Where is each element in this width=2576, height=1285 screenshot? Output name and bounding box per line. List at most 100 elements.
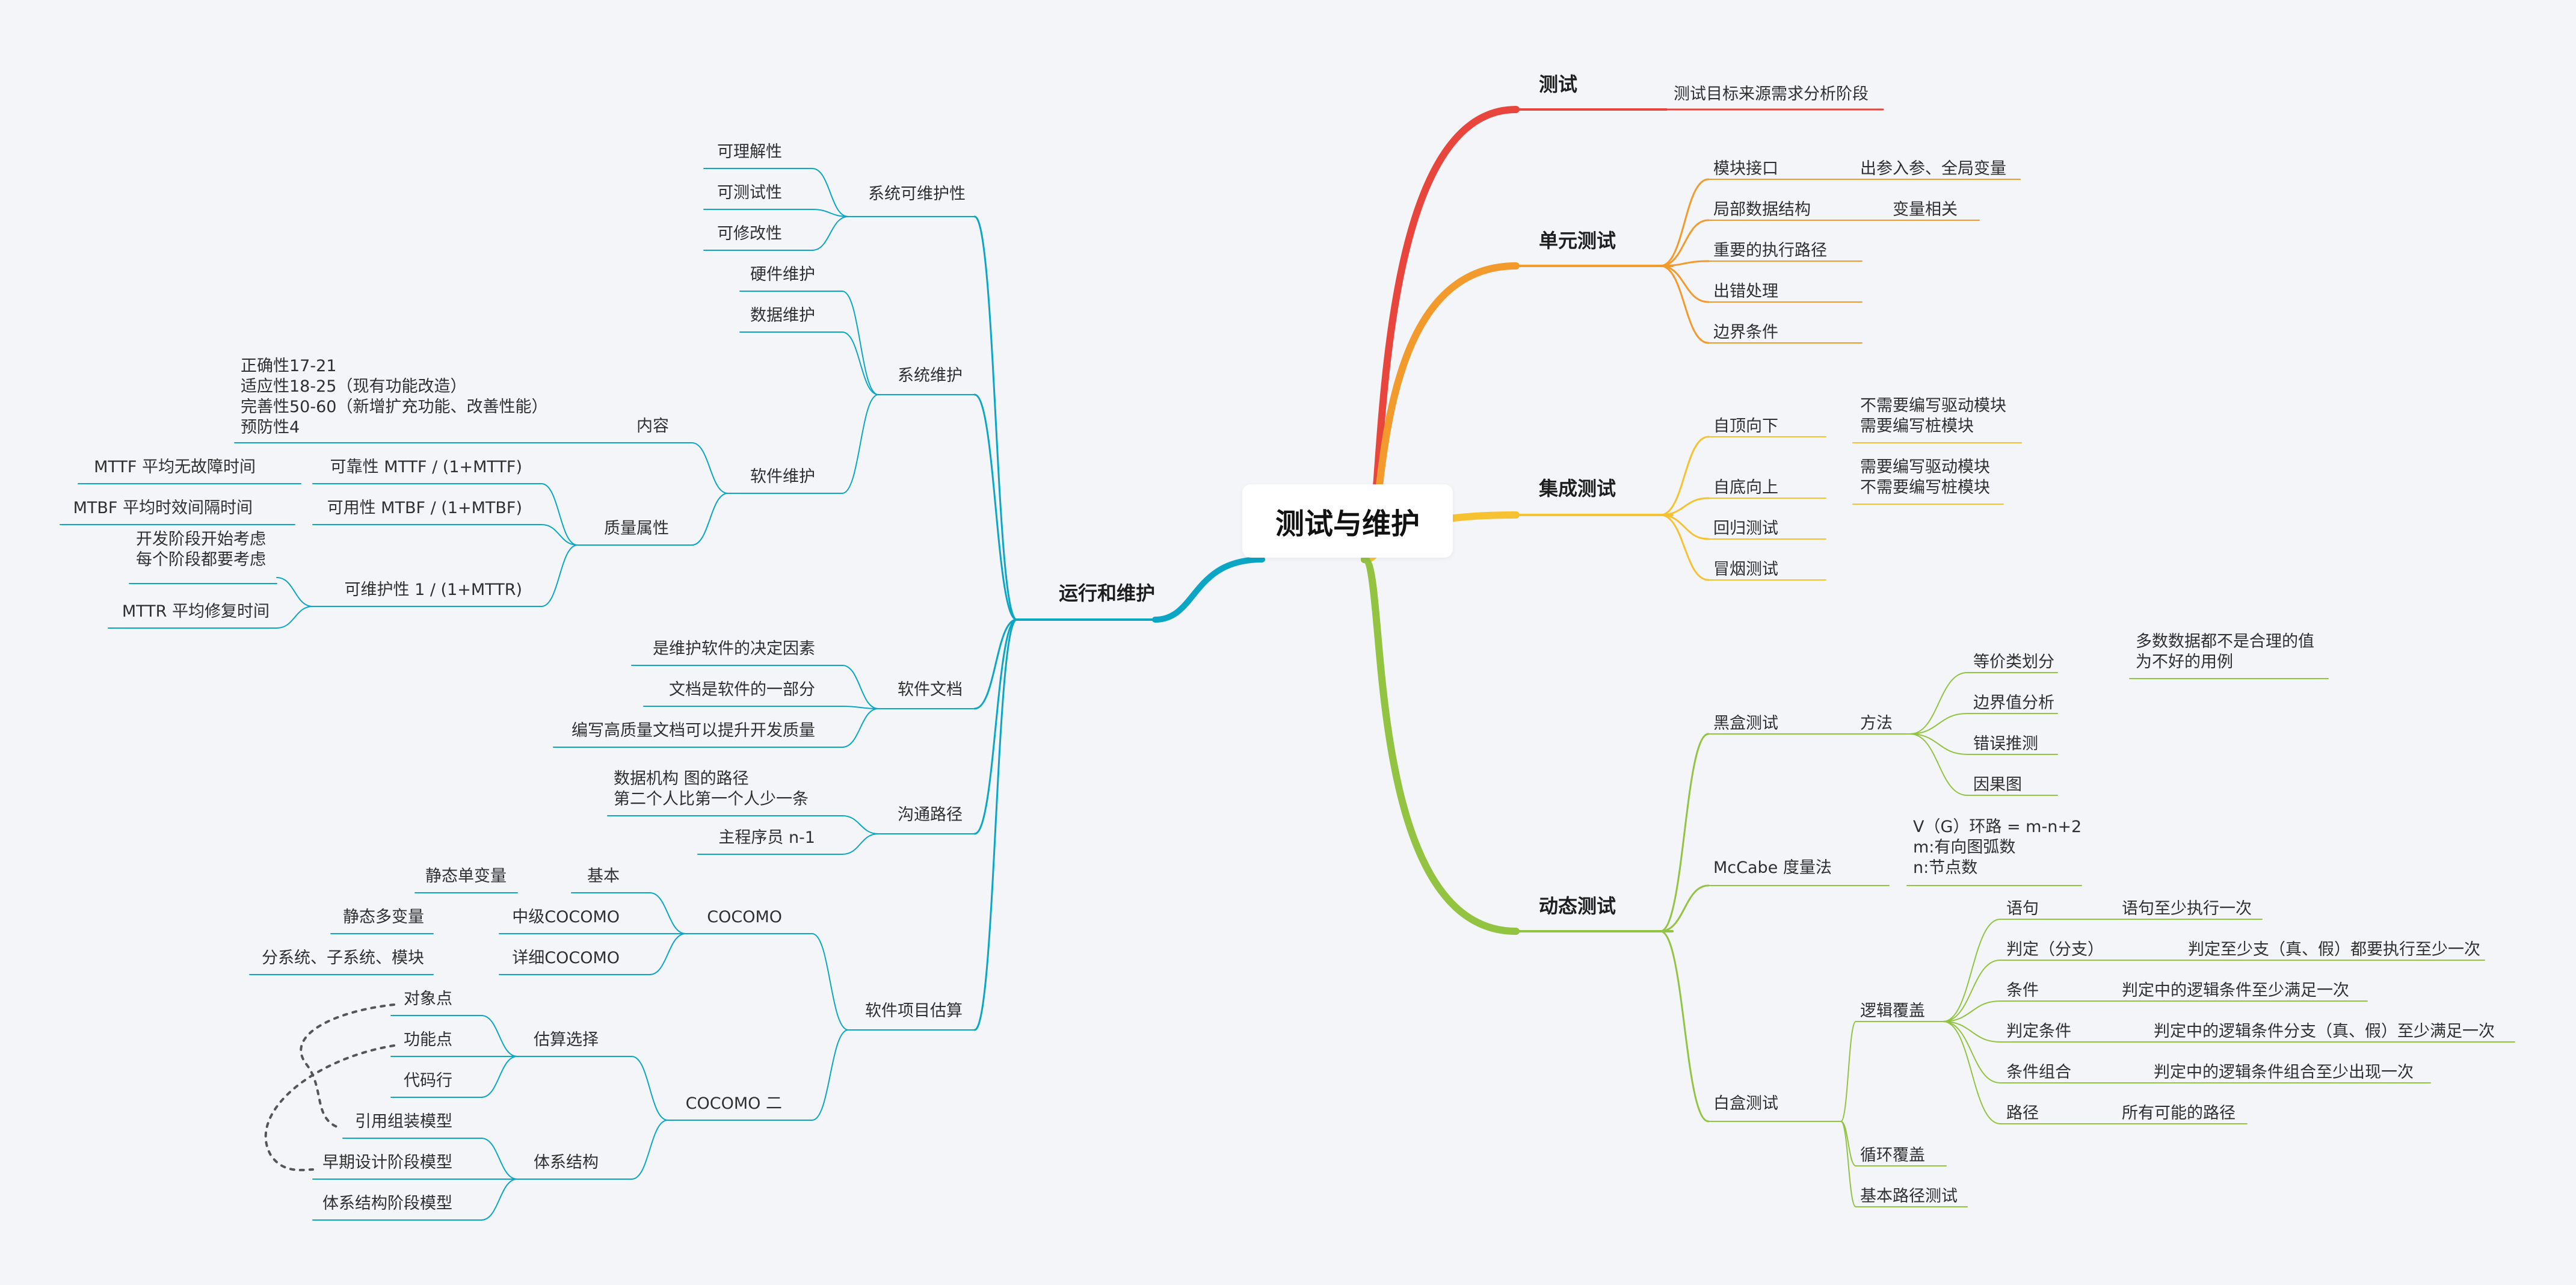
node-data-maint[interactable]: 数据维护 xyxy=(750,306,815,325)
node-blackbox[interactable]: 黑盒测试 xyxy=(1713,714,1778,733)
node-est-choice[interactable]: 估算选择 xyxy=(534,1031,599,1049)
node-software-doc[interactable]: 软件文档 xyxy=(898,680,963,699)
node-cocomo-mid[interactable]: 中级COCOMO xyxy=(512,908,620,926)
node-cocomo-detail[interactable]: 详细COCOMO xyxy=(512,949,620,967)
node-doc-item-1[interactable]: 是维护软件的决定因素 xyxy=(653,639,815,658)
node-testability[interactable]: 可测试性 xyxy=(717,183,782,202)
node-project-estimation[interactable]: 软件项目估算 xyxy=(865,1002,963,1020)
node-module-interface[interactable]: 模块接口 xyxy=(1713,159,1778,178)
node-decision-desc[interactable]: 判定至少支（真、假）都要执行至少一次 xyxy=(2188,940,2480,959)
node-soft-maint[interactable]: 软件维护 xyxy=(750,467,815,486)
node-mccabe-note[interactable]: V（G）环路 = m-n+2 m:有向图弧数 n:节点数 xyxy=(1913,817,2081,878)
node-object-point[interactable]: 对象点 xyxy=(404,990,452,1008)
connector xyxy=(1943,919,2001,1022)
connector xyxy=(812,209,849,217)
connector xyxy=(973,618,1018,710)
node-path-desc[interactable]: 所有可能的路径 xyxy=(2122,1104,2236,1123)
node-availability[interactable]: 可用性 MTBF / (1+MTBF) xyxy=(327,499,522,517)
node-cocomo-detail-note[interactable]: 分系统、子系统、模块 xyxy=(262,949,424,967)
node-test[interactable]: 测试 xyxy=(1539,73,1578,96)
node-hw-maint[interactable]: 硬件维护 xyxy=(750,265,815,284)
node-early-design-model[interactable]: 早期设计阶段模型 xyxy=(322,1153,452,1172)
node-top-down-note[interactable]: 不需要编写驱动模块 需要编写桩模块 xyxy=(1860,396,2006,437)
node-reliability[interactable]: 可靠性 MTTF / (1+MTTF) xyxy=(330,458,522,476)
node-local-data[interactable]: 局部数据结构 xyxy=(1713,200,1811,219)
node-equiv-note[interactable]: 多数数据都不是合理的值 为不好的用例 xyxy=(2136,632,2314,673)
node-exec-path[interactable]: 重要的执行路径 xyxy=(1713,241,1827,260)
node-module-interface-note[interactable]: 出参入参、全局变量 xyxy=(1860,159,2006,178)
node-statement-desc[interactable]: 语句至少执行一次 xyxy=(2122,899,2252,918)
node-dynamic-test[interactable]: 动态测试 xyxy=(1539,895,1616,917)
node-smoke[interactable]: 冒烟测试 xyxy=(1713,560,1778,579)
node-reliability-note[interactable]: MTTF 平均无故障时间 xyxy=(94,458,256,476)
connector xyxy=(1909,733,1968,755)
node-unit-test[interactable]: 单元测试 xyxy=(1539,229,1616,252)
root-node[interactable]: 测试与维护 xyxy=(1242,484,1453,558)
connector xyxy=(973,618,1018,835)
node-arch-model[interactable]: 体系结构阶段模型 xyxy=(322,1194,452,1213)
node-error-guess[interactable]: 错误推测 xyxy=(1973,735,2038,753)
node-condition-combo-desc[interactable]: 判定中的逻辑条件组合至少出现一次 xyxy=(2154,1063,2414,1082)
node-bottom-up-note[interactable]: 需要编写驱动模块 不需要编写桩模块 xyxy=(1860,457,1990,498)
node-mttr[interactable]: MTTR 平均修复时间 xyxy=(122,602,270,621)
node-content[interactable]: 内容 xyxy=(636,417,669,436)
node-boundary-cond[interactable]: 边界条件 xyxy=(1713,323,1778,342)
node-bottom-up[interactable]: 自底向上 xyxy=(1713,478,1778,497)
node-decision-condition-desc[interactable]: 判定中的逻辑条件分支（真、假）至少满足一次 xyxy=(2154,1022,2495,1041)
node-doc-item-3[interactable]: 编写高质量文档可以提升开发质量 xyxy=(572,721,815,740)
node-regression[interactable]: 回归测试 xyxy=(1713,519,1778,538)
node-cocomo-basic[interactable]: 基本 xyxy=(587,867,620,886)
node-function-point[interactable]: 功能点 xyxy=(404,1031,452,1049)
node-error-handling[interactable]: 出错处理 xyxy=(1713,282,1778,301)
node-loc[interactable]: 代码行 xyxy=(404,1071,452,1090)
connector xyxy=(541,544,578,607)
node-mccabe[interactable]: McCabe 度量法 xyxy=(1713,858,1832,877)
node-understandability[interactable]: 可理解性 xyxy=(717,143,782,161)
note-line: m:有向图弧数 xyxy=(1913,838,2016,857)
node-logic-coverage[interactable]: 逻辑覆盖 xyxy=(1860,1002,1925,1020)
node-comm-note[interactable]: 数据机构 图的路径 第二个人比第一个人少一条 xyxy=(614,769,809,810)
node-cocomo-basic-note[interactable]: 静态单变量 xyxy=(425,867,507,886)
node-condition-combo[interactable]: 条件组合 xyxy=(2006,1063,2071,1082)
node-operation-maint[interactable]: 运行和维护 xyxy=(1058,582,1155,605)
node-method[interactable]: 方法 xyxy=(1860,714,1893,733)
connector xyxy=(842,706,879,709)
node-path[interactable]: 路径 xyxy=(2006,1104,2039,1123)
node-condition-desc[interactable]: 判定中的逻辑条件至少满足一次 xyxy=(2122,981,2349,1000)
note-line: 数据机构 图的路径 xyxy=(614,769,749,788)
connector xyxy=(842,708,879,748)
node-condition[interactable]: 条件 xyxy=(2006,981,2039,1000)
node-decision[interactable]: 判定（分支） xyxy=(2006,940,2104,959)
node-cause-effect[interactable]: 因果图 xyxy=(1973,775,2022,794)
node-content-note[interactable]: 正确性17-21 适应性18-25（现有功能改造） 完善性50-60（新增扩充功… xyxy=(241,356,547,438)
node-whitebox[interactable]: 白盒测试 xyxy=(1713,1094,1778,1113)
node-statement[interactable]: 语句 xyxy=(2006,899,2039,918)
node-sys-maint[interactable]: 系统维护 xyxy=(898,366,963,385)
node-reuse-model[interactable]: 引用组装模型 xyxy=(355,1112,452,1131)
node-decision-condition[interactable]: 判定条件 xyxy=(2006,1022,2071,1041)
node-chief-programmer[interactable]: 主程序员 n-1 xyxy=(718,828,815,847)
node-maintainability-note[interactable]: 开发阶段开始考虑 每个阶段都要考虑 xyxy=(136,529,266,570)
node-modifiability[interactable]: 可修改性 xyxy=(717,224,782,243)
connector xyxy=(1659,514,1710,581)
node-architecture[interactable]: 体系结构 xyxy=(534,1153,599,1172)
node-top-down[interactable]: 自顶向下 xyxy=(1713,417,1778,436)
node-sys-maintainability[interactable]: 系统可维护性 xyxy=(868,185,966,203)
node-loop-coverage[interactable]: 循环覆盖 xyxy=(1860,1146,1925,1165)
node-basic-path[interactable]: 基本路径测试 xyxy=(1860,1187,1958,1206)
node-cocomo2[interactable]: COCOMO 二 xyxy=(685,1094,782,1113)
node-local-data-note[interactable]: 变量相关 xyxy=(1893,200,1958,219)
node-quality-attr[interactable]: 质量属性 xyxy=(604,519,669,538)
connector xyxy=(481,1179,518,1221)
node-cocomo[interactable]: COCOMO xyxy=(707,908,782,926)
node-equiv-class[interactable]: 等价类划分 xyxy=(1973,653,2054,671)
node-integration-test[interactable]: 集成测试 xyxy=(1539,477,1616,500)
node-availability-note[interactable]: MTBF 平均时效间隔时间 xyxy=(73,499,253,517)
node-maintainability[interactable]: 可维护性 1 / (1+MTTR) xyxy=(344,581,522,599)
node-cocomo-mid-note[interactable]: 静态多变量 xyxy=(343,908,424,926)
node-comm-path[interactable]: 沟通路径 xyxy=(898,806,963,824)
node-test-goal[interactable]: 测试目标来源需求分析阶段 xyxy=(1674,85,1869,103)
connector xyxy=(1659,733,1710,932)
node-doc-item-2[interactable]: 文档是软件的一部分 xyxy=(669,680,815,699)
node-boundary-analysis[interactable]: 边界值分析 xyxy=(1973,694,2054,712)
